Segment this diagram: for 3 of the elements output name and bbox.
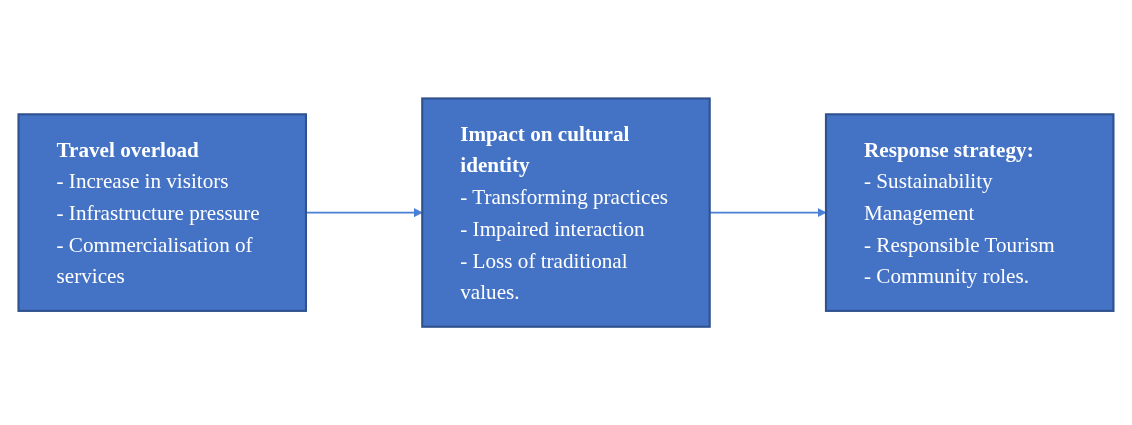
node-box: Travel overload - Increase in visitors - Infrastructure pressure - Commercialisation of services <box>17 113 308 312</box>
node-box: Impact on cultural identity - Transforming practices - Impaired interaction - Loss of traditional values. <box>421 97 711 328</box>
node-box: Response strategy: - Sustainability Management - Responsible Tourism - Community roles. <box>824 113 1115 312</box>
